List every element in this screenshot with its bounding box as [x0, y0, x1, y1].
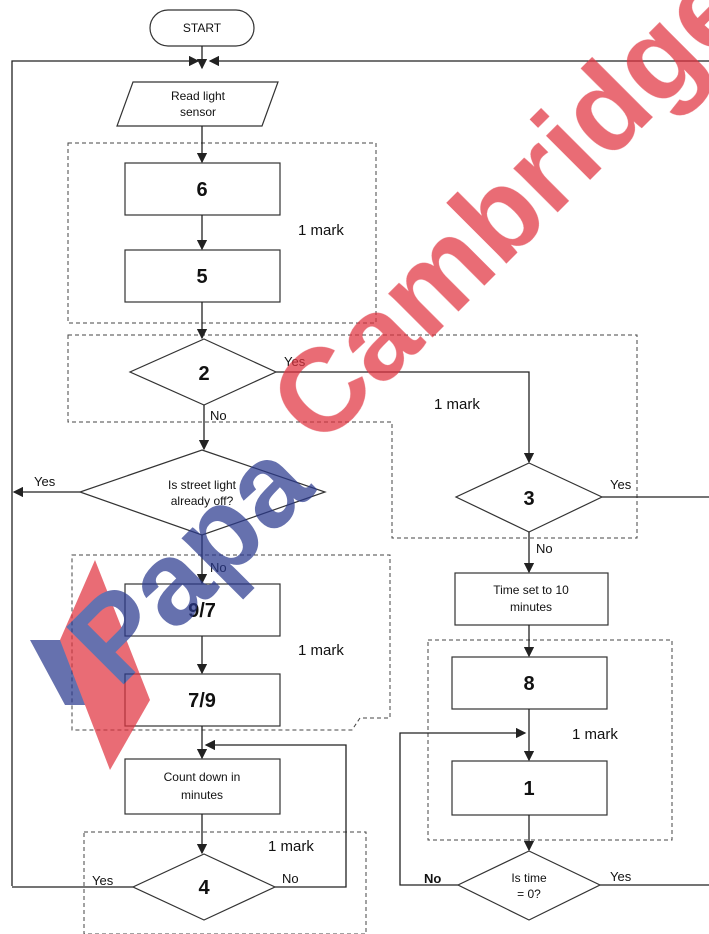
decision-time-zero [456, 850, 602, 921]
decision-4 [131, 853, 277, 921]
time-set-box [454, 572, 609, 626]
box-9-7-label: 9/7 [188, 600, 216, 622]
mark-region-2 [67, 334, 638, 539]
mark-label-5: 1 mark [268, 838, 314, 855]
mark-region-1 [67, 142, 377, 324]
decision-2-no: No [210, 408, 227, 423]
time-zero-line2: = 0? [517, 887, 541, 901]
process-box-7-9 [124, 673, 281, 727]
street-light-no: No [210, 560, 227, 575]
count-down-line1: Count down in [164, 770, 241, 784]
mark-label-1: 1 mark [298, 222, 344, 239]
mark-region-5 [83, 831, 367, 934]
decision-4-label: 4 [198, 877, 210, 899]
street-light-line1: Is street light [168, 478, 237, 492]
process-box-6 [124, 162, 281, 216]
box-6-label: 6 [196, 179, 207, 201]
read-sensor-line1: Read light [171, 89, 226, 103]
decision-4-no: No [282, 871, 299, 886]
mark-label-2: 1 mark [434, 396, 480, 413]
count-down-box [124, 758, 281, 815]
decision-3-label: 3 [523, 488, 534, 510]
decision-3-no: No [536, 541, 553, 556]
read-sensor-line2: sensor [180, 105, 216, 119]
count-down-line2: minutes [181, 788, 223, 802]
start-label: START [183, 21, 222, 35]
process-box-1 [451, 760, 608, 816]
decision-3-yes: Yes [610, 477, 632, 492]
time-zero-line1: Is time [511, 871, 547, 885]
time-zero-yes: Yes [610, 869, 632, 884]
box-5-label: 5 [196, 266, 207, 288]
time-set-line2: minutes [510, 600, 552, 614]
process-box-5 [124, 249, 281, 303]
process-box-9-7 [124, 583, 281, 637]
mark-region-4 [427, 639, 673, 841]
decision-2-label: 2 [198, 363, 209, 385]
street-light-line2: already off? [171, 494, 234, 508]
box-7-9-label: 7/9 [188, 690, 216, 712]
process-box-8 [451, 656, 608, 710]
mark-label-3: 1 mark [298, 642, 344, 659]
loop-line-left [11, 55, 200, 886]
street-light-yes: Yes [34, 474, 56, 489]
time-zero-no: No [424, 871, 441, 886]
box-8-label: 8 [523, 673, 534, 695]
read-sensor-io [116, 81, 279, 127]
decision-street-light [78, 449, 327, 536]
time-set-line1: Time set to 10 [493, 583, 569, 597]
decision-2-yes: Yes [284, 354, 306, 369]
box-1-label: 1 [523, 778, 534, 800]
mark-label-4: 1 mark [572, 726, 618, 743]
decision-4-yes: Yes [92, 873, 114, 888]
